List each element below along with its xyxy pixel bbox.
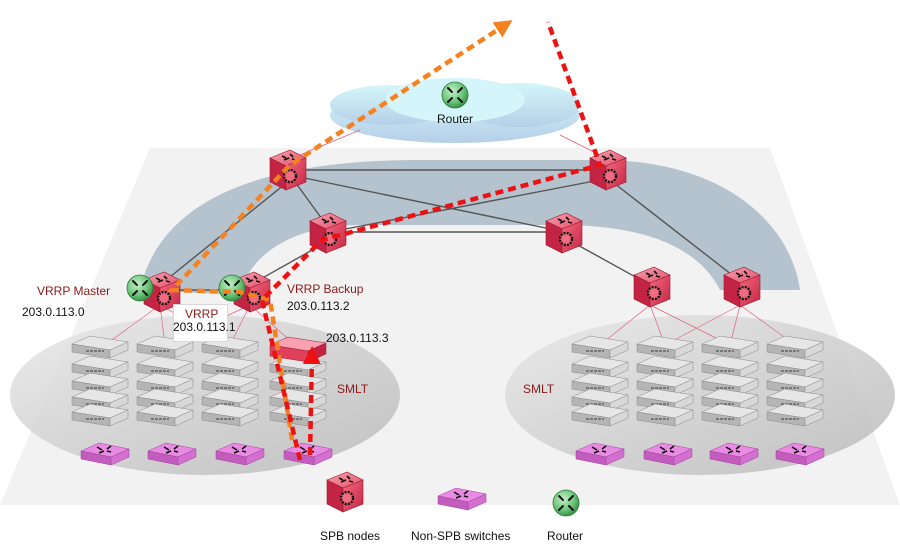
red-traffic-path (259, 21, 603, 461)
vrrp-backup-label: VRRP Backup (287, 282, 364, 296)
spb-core-band (140, 160, 800, 295)
legend-non-spb-switches-label: Non-SPB switches (411, 529, 511, 543)
edge-switch-ip: 203.0.113.3 (326, 331, 389, 345)
smlt-group-right (505, 315, 895, 475)
legend-spb-node-icon (325, 470, 365, 514)
vrrp-backup-ip: 203.0.113.2 (287, 299, 350, 313)
spb-node-edge-3 (632, 265, 672, 309)
orange-traffic-path (166, 20, 513, 441)
vrrp-virtual-box (173, 304, 228, 342)
smlt-right-label: SMLT (523, 382, 555, 396)
vrrp-master-ip: 203.0.113.0 (22, 305, 85, 319)
legend-spb-nodes-label: SPB nodes (320, 529, 381, 543)
legend-router-label: Router (547, 529, 584, 543)
vrrp-backup-router-icon (218, 274, 246, 302)
spb-node-edge-4 (722, 265, 762, 309)
vrrp-virtual-label: VRRP (185, 307, 219, 321)
cloud-router-label: Router (437, 112, 474, 126)
external-cloud (330, 78, 580, 143)
spb-node-core-4 (544, 211, 584, 255)
legend-router-icon (552, 489, 580, 517)
cloud-router-icon (441, 81, 469, 109)
smlt-left-label: SMLT (337, 382, 369, 396)
vrrp-virtual-ip: 203.0.113.1 (173, 320, 236, 334)
vrrp-master-label: VRRP Master (37, 284, 111, 298)
vrrp-master-router-icon (126, 274, 154, 302)
